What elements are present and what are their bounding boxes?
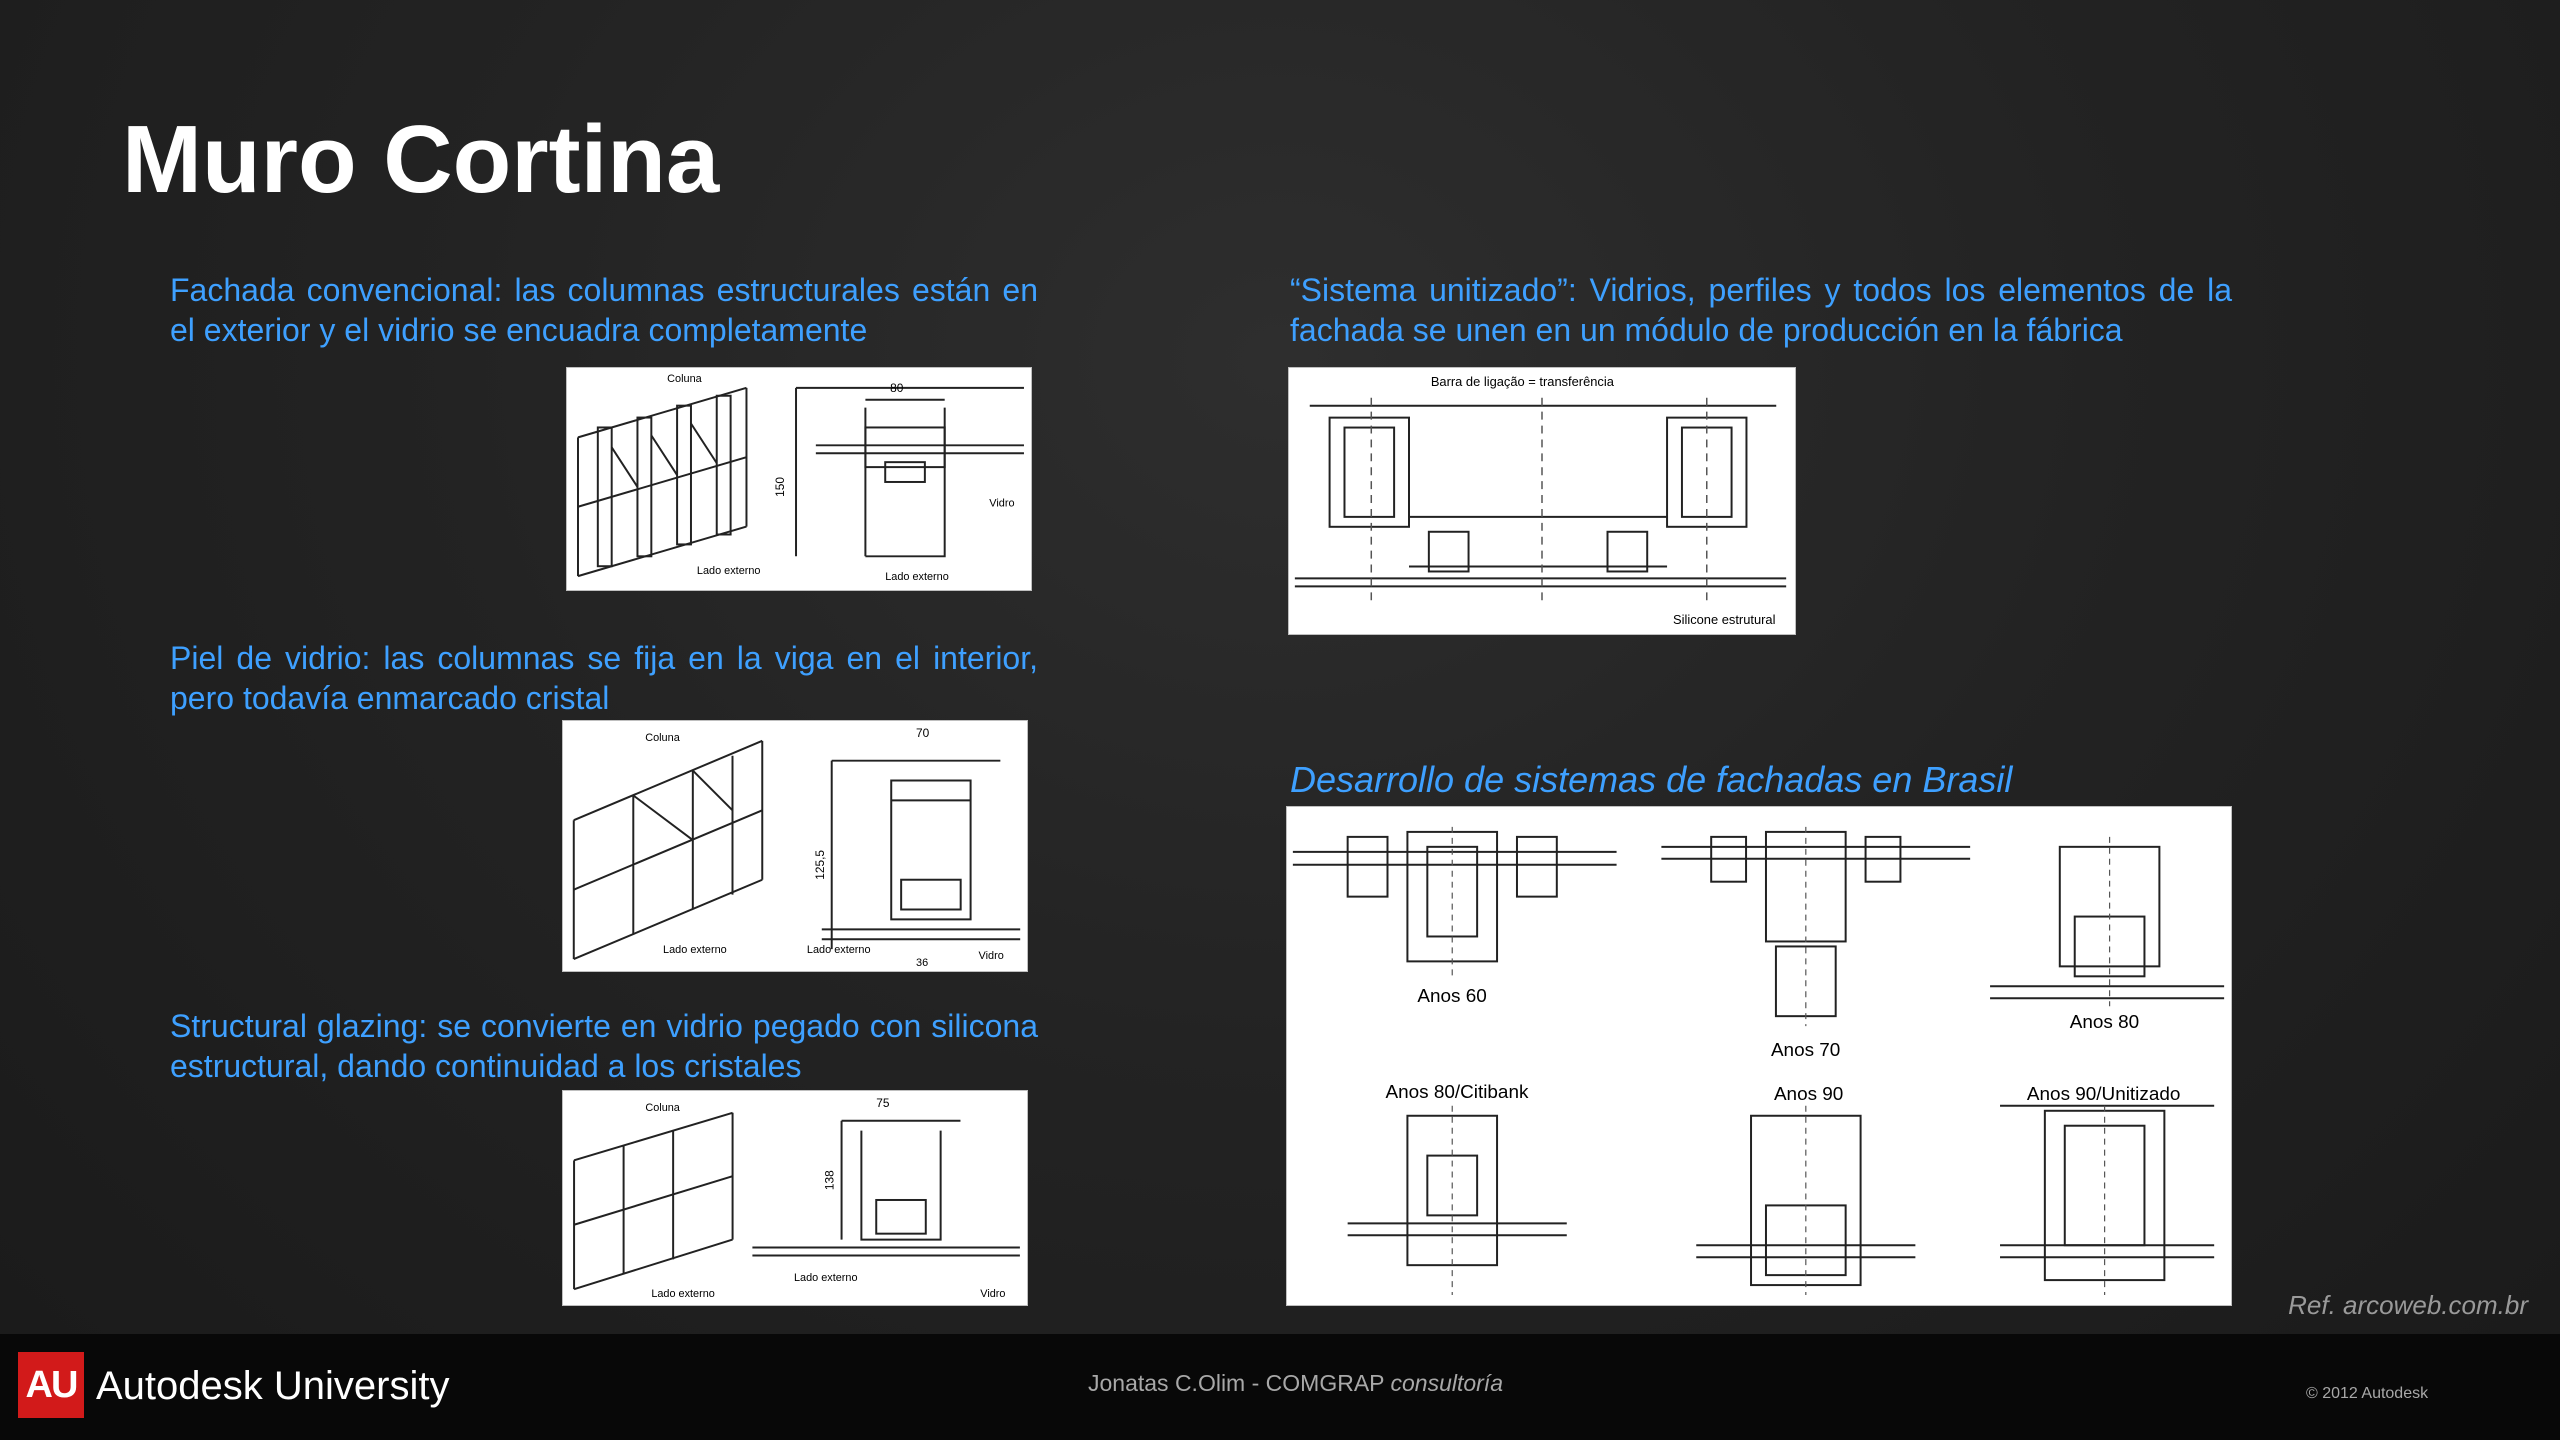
- figure-fachadas-brasil: Anos 60 Anos 70 Anos 80 Anos 80/Citibank…: [1286, 806, 2232, 1306]
- label-dim-125: 125,5: [813, 850, 827, 880]
- label-barra-ligacao: Barra de ligação = transferência: [1431, 374, 1615, 389]
- label-dim-80: 80: [890, 381, 904, 395]
- label-coluna: Coluna: [667, 373, 702, 385]
- label-dim-70: 70: [916, 726, 930, 740]
- label-coluna: Coluna: [645, 1102, 680, 1114]
- structural-glazing-drawing: Coluna 75 138 Vidro Lado externo Lado ex…: [573, 1096, 1020, 1300]
- author-suffix: consultoría: [1390, 1370, 1503, 1396]
- label-vidro: Vidro: [980, 1288, 1005, 1300]
- label-anos-90: Anos 90: [1774, 1084, 1843, 1105]
- label-lado-externo-right: Lado externo: [807, 944, 871, 956]
- section-fachada-convencional: Fachada convencional: las columnas estru…: [170, 272, 1038, 348]
- footer-bar: [0, 1334, 2560, 1440]
- label-anos-80-citibank: Anos 80/Citibank: [1386, 1082, 1529, 1103]
- label-lado-externo-left: Lado externo: [651, 1288, 715, 1300]
- author-credit: Jonatas C.Olim - COMGRAP consultoría: [1088, 1368, 1503, 1398]
- fachada-convencional-drawing: Coluna 80 150 Vidro Lado externo Lado ex…: [577, 373, 1024, 583]
- figure-piel-de-vidrio: Coluna 70 125,5 36 Vidro Lado externo La…: [562, 720, 1028, 972]
- label-dim-75: 75: [876, 1096, 890, 1110]
- label-lado-externo-right: Lado externo: [794, 1272, 858, 1284]
- slide-title: Muro Cortina: [122, 106, 720, 213]
- label-silicone-estrutural: Silicone estrutural: [1673, 612, 1775, 627]
- label-vidro: Vidro: [979, 950, 1004, 962]
- section-structural-glazing: Structural glazing: se convierte en vidr…: [170, 1008, 1038, 1084]
- reference-note: Ref. arcoweb.com.br: [2288, 1290, 2528, 1320]
- label-vidro: Vidro: [989, 498, 1014, 510]
- author-name: Jonatas C.Olim - COMGRAP: [1088, 1370, 1385, 1396]
- figure-fachada-convencional: Coluna 80 150 Vidro Lado externo Lado ex…: [566, 367, 1032, 591]
- label-anos-70: Anos 70: [1771, 1040, 1840, 1061]
- copyright: © 2012 Autodesk: [2306, 1385, 2429, 1402]
- piel-de-vidrio-drawing: Coluna 70 125,5 36 Vidro Lado externo La…: [572, 726, 1021, 969]
- label-lado-externo-right: Lado externo: [885, 571, 949, 583]
- label-coluna: Coluna: [645, 732, 680, 744]
- sistema-unitizado-drawing: Barra de ligação = transferência Silicon…: [1294, 374, 1787, 627]
- brand-name: Autodesk University: [96, 1364, 450, 1408]
- section-sistema-unitizado: “Sistema unitizado”: Vidrios, perfiles y…: [1290, 272, 2232, 348]
- section-piel-de-vidrio: Piel de vidrio: las columnas se fija en …: [170, 640, 1038, 716]
- fachadas-brasil-drawing: Anos 60 Anos 70 Anos 80 Anos 80/Citibank…: [1292, 826, 2225, 1296]
- label-dim-150: 150: [773, 477, 787, 497]
- label-lado-externo-left: Lado externo: [663, 944, 727, 956]
- figure-structural-glazing: Coluna 75 138 Vidro Lado externo Lado ex…: [562, 1090, 1028, 1306]
- label-lado-externo-left: Lado externo: [697, 565, 761, 577]
- label-anos-90-unitizado: Anos 90/Unitizado: [2027, 1084, 2180, 1105]
- label-dim-36: 36: [916, 957, 928, 969]
- label-anos-60: Anos 60: [1417, 986, 1486, 1007]
- label-dim-138: 138: [823, 1170, 837, 1190]
- autodesk-university-logo: AU: [18, 1352, 84, 1418]
- figure-sistema-unitizado: Barra de ligação = transferência Silicon…: [1288, 367, 1796, 635]
- label-anos-80: Anos 80: [2070, 1012, 2139, 1033]
- brasil-heading: Desarrollo de sistemas de fachadas en Br…: [1290, 759, 2013, 800]
